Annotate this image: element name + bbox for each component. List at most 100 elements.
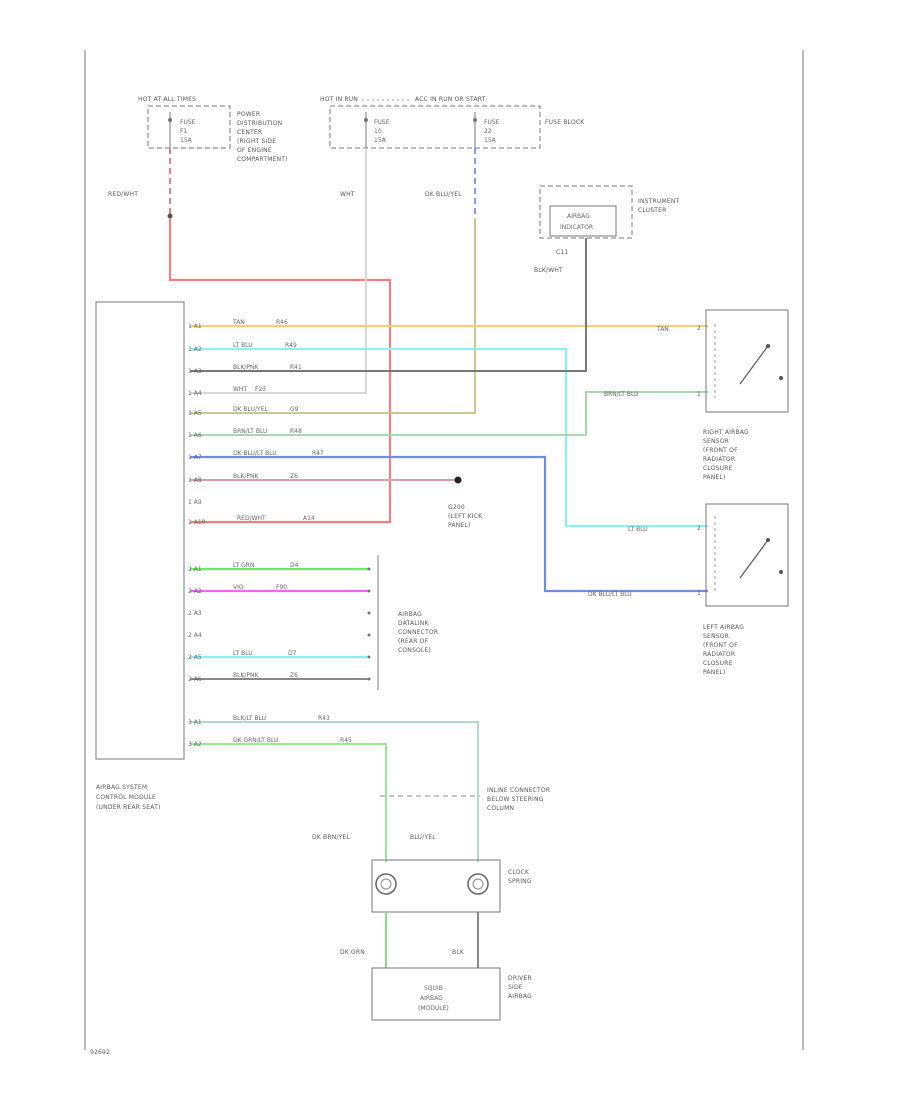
pdc-l2: DISTRIBUTION [237, 120, 282, 127]
dlc-l5: CONSOLE) [398, 647, 431, 654]
wire-dk-blu-lt-blu [190, 455, 708, 593]
pin-2a1-circuit: D4 [290, 562, 299, 569]
pin-1a3-circuit: R41 [290, 364, 302, 371]
driver-airbag-l1: DRIVER [508, 975, 532, 982]
fuse-block-label: FUSE BLOCK [545, 119, 585, 126]
label-red-wht: RED/WHT [108, 191, 138, 198]
pin-1a3-color: BLK/PNK [233, 364, 260, 371]
right-sensor-l3: (FRONT OF [703, 447, 738, 454]
pin-1a6: 1 A6 [188, 432, 202, 439]
dlc-pin-row: 2 A3 [188, 610, 202, 617]
dlc-l2: DATALINK [398, 620, 429, 627]
pin-1a7: 1 A7 [188, 454, 202, 461]
wire-blk-wht [190, 238, 587, 372]
airbag-indicator-box [549, 205, 617, 237]
pin-2a5-color: LT BLU [233, 650, 253, 657]
splice-red-wht [167, 213, 173, 219]
indicator-l1: AIRBAG [567, 213, 590, 220]
pin-2a6: 2 A6 [188, 676, 202, 683]
fuse-10: FUSE 10 15A [364, 112, 390, 148]
right-sensor-pin-1: 1 [697, 391, 701, 398]
pin-1a10: 1 A10 [188, 519, 206, 526]
pin-1a10-color: RED/WHT [237, 515, 266, 522]
fuse-f1-l1: FUSE [180, 119, 196, 126]
left-sensor-l1: LEFT AIRBAG [703, 624, 744, 631]
pin-1a9: 1 A9 [188, 499, 202, 506]
clockspring-coil-right [467, 873, 489, 895]
squib-l2: AIRBAG [420, 995, 443, 1002]
dlc-l4: (REAR OF [398, 638, 429, 645]
pin-2a3: 2 A3 [188, 610, 202, 617]
wire-blk-lt-blu [190, 721, 479, 862]
pdc-box [147, 105, 231, 149]
acc-run-label: ACC IN RUN OR START [415, 96, 486, 103]
module-pin-row: 1 A2 LT BLU R49 [188, 342, 297, 353]
pdc-l6: COMPARTMENT) [237, 156, 288, 163]
left-sensor-pin-1: 1 [697, 590, 701, 597]
right-sensor-tan-label: TAN [656, 326, 669, 333]
label-blu-yel: BLU/YEL [410, 834, 436, 841]
left-sensor-l6: PANEL) [703, 669, 726, 676]
dlc-pin-row: 2 A6 BLK/PNK Z6 [188, 672, 298, 683]
wire-wht [190, 148, 367, 394]
right-sensor-pin-2: 2 [697, 325, 701, 332]
dlc-pin-ends [367, 567, 371, 681]
pin-1a4-circuit: F23 [255, 386, 266, 393]
pdc-l5: OF ENGINE [237, 147, 272, 154]
squib-box [371, 967, 501, 1021]
left-airbag-sensor: 2 1 [697, 503, 789, 607]
inline-l3: COLUMN [487, 805, 514, 812]
pin-3a2-color: DK GRN/LT BLU [233, 737, 278, 744]
pin-2a2-circuit: F90 [276, 584, 287, 591]
pin-2a5: 2 A5 [188, 654, 202, 661]
ground-l2: (LEFT KICK [448, 513, 483, 520]
left-sensor-l4: RADIATOR [703, 651, 735, 658]
pin-1a1: 1 A1 [188, 323, 202, 330]
pin-3a1-circuit: R43 [318, 715, 330, 722]
module-l2: CONTROL MODULE [96, 794, 156, 801]
fuse-10-l1: FUSE [374, 119, 390, 126]
pdc-l3: CENTER [237, 129, 262, 136]
hot-in-run-label: HOT IN RUN [320, 96, 358, 103]
pin-2a4: 2 A4 [188, 632, 202, 639]
indicator-l2: INDICATOR [560, 224, 593, 231]
pin-3a2-circuit: R45 [340, 737, 352, 744]
module-pin-row: 1 A5 DK BLU/YEL G9 [188, 406, 299, 417]
bottom-pin-row: 3 A1 BLK/LT BLU R43 [188, 715, 330, 726]
driver-airbag-l3: AIRBAG [508, 993, 532, 1000]
dlc-l3: CONNECTOR [398, 629, 438, 636]
dlc-l1: AIRBAG [398, 611, 422, 618]
module-pin-row: 1 A1 TAN R46 [188, 319, 288, 330]
pin-1a5-circuit: G9 [290, 406, 299, 413]
left-sensor-l5: CLOSURE [703, 660, 733, 667]
pin-1a8-color: BLK/PNK [233, 473, 260, 480]
pin-2a6-circuit: Z6 [290, 672, 298, 679]
module-pin-row: 1 A4 WHT F23 [188, 386, 266, 397]
ground-l3: PANEL) [448, 522, 471, 529]
label-dk-blu-yel: DK BLU/YEL [425, 191, 462, 198]
pin-1a6-circuit: R48 [290, 428, 302, 435]
left-sensor-l2: SENSOR [703, 633, 729, 640]
fuse-block-box [329, 105, 541, 149]
pin-1a8: 1 A8 [188, 477, 202, 484]
wire-lt-blu [190, 347, 708, 528]
right-sensor-brn-label: BRN/LT BLU [604, 391, 638, 398]
module-l3: (UNDER REAR SEAT) [96, 804, 161, 811]
wire-brn-lt-blu [190, 391, 708, 436]
right-sensor-l5: CLOSURE [703, 465, 733, 472]
right-sensor-l1: RIGHT AIRBAG [703, 429, 749, 436]
pin-1a1-color: TAN [232, 319, 245, 326]
module-pin-row: 1 A3 BLK/PNK R41 [188, 364, 302, 375]
fuse-22: FUSE 22 15A [473, 112, 500, 148]
pin-3a1-color: BLK/LT BLU [233, 715, 266, 722]
fuse-22-l2: 22 [484, 128, 492, 135]
inline-l1: INLINE CONNECTOR [487, 787, 550, 794]
pin-3a2: 3 A2 [188, 741, 202, 748]
clockspring-l1: CLOCK [508, 869, 530, 876]
label-blk-wht: BLK/WHT [534, 267, 563, 274]
pin-1a10-circuit: A14 [303, 515, 315, 522]
label-wht: WHT [340, 191, 355, 198]
label-dk-brn-yel: DK BRN/YEL [312, 834, 351, 841]
fuse-f1-l2: F1 [180, 128, 187, 135]
pin-2a1-color: LT GRN [233, 562, 254, 569]
